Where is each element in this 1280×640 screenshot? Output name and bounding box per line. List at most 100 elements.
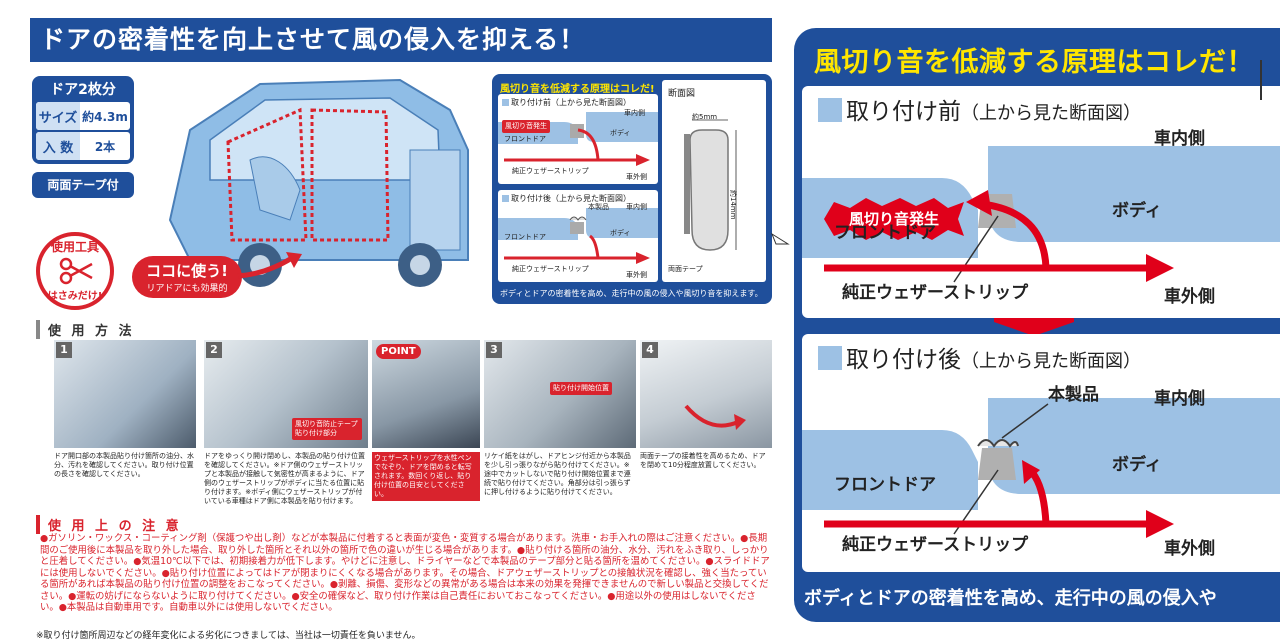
page-title: ドアの密着性を向上させて風の侵入を抑える！ (30, 18, 772, 62)
before-body-label: ボディ (610, 129, 631, 137)
tool-stamp-top: 使用工具 (50, 240, 99, 254)
zoom-before-weatherstrip: 純正ウェザーストリップ (842, 283, 1029, 303)
zoom-title: 風切り音を低減する原理はコレだ！ (814, 47, 1254, 78)
before-front-door-label: フロントドア (504, 135, 546, 143)
step-point-text: ウェザーストリップを水性ペンでなぞり、ドアを閉めると転写されます。数回くり返し、… (372, 452, 480, 501)
use-here-main: ココに使う! (146, 262, 228, 280)
zoom-after-heading-text: 取り付け後 (846, 347, 961, 373)
before-inside-label: 車内側 (624, 109, 645, 117)
zoom-after-front-door: フロントドア (834, 475, 936, 495)
step-3-label: 貼り付け開始位置 (550, 382, 612, 395)
principle-before-heading: 取り付け前（上から見た断面図） (502, 97, 631, 108)
zoom-before-outside: 車外側 (1164, 287, 1215, 307)
after-inside-label: 車内側 (626, 203, 647, 211)
step-point: POINT ウェザーストリップを水性ペンでなぞり、ドアを閉めると転写されます。数… (372, 340, 480, 510)
spec-qty-value: 2本 (94, 139, 116, 154)
point-badge: POINT (376, 344, 421, 359)
after-outside-label: 車外側 (626, 271, 647, 279)
step-2-photo: 2 風切り音防止テープ貼り付け部分 (204, 340, 368, 448)
step-2-label: 風切り音防止テープ貼り付け部分 (292, 418, 362, 440)
after-product-label: 本製品 (588, 203, 609, 211)
spec-size-value: 約4.3m (82, 109, 128, 124)
zoom-after-inside: 車内側 (1154, 389, 1205, 409)
step-4-text: 両面テープの接着性を高めるため、ドアを閉めて10分程度放置してください。 (640, 452, 766, 469)
spec-row-size: サイズ 約4.3m (36, 102, 130, 130)
zoom-after-diagram (802, 398, 1280, 538)
caution-heading: 使 用 上 の 注 意 (36, 515, 182, 534)
car-illustration (168, 78, 469, 287)
principle-before-box: 取り付け前（上から見た断面図） 車内側 風切り音発生 フロントドア ボディ 純正… (498, 94, 658, 184)
steps-section: 1 ドア開口部の本製品貼り付け箇所の油分、水分、汚れを確認してください。取り付け… (40, 340, 772, 510)
edge-divider (1260, 60, 1262, 100)
heading-square-icon (818, 98, 842, 122)
spec-qty-label: 入 数 (36, 132, 80, 160)
cross-section-drawing: 断面図 約5mm 約14mm 両面テープ (662, 80, 766, 282)
zoom-footer: ボディとドアの密着性を高め、走行中の風の侵入や (804, 588, 1217, 609)
before-outside-label: 車外側 (626, 173, 647, 181)
step-3-photo: 3 貼り付け開始位置 (484, 340, 636, 448)
spec-row-qty: 入 数 2本 (36, 132, 130, 160)
step-3-number: 3 (486, 342, 502, 358)
step-1-text: ドア開口部の本製品貼り付け箇所の油分、水分、汚れを確認してください。取り付け位置… (54, 452, 194, 478)
after-weatherstrip-label: 純正ウェザーストリップ (512, 265, 589, 273)
zoom-before-body: ボディ (1112, 201, 1162, 221)
step-4: 4 両面テープの接着性を高めるため、ドアを閉めて10分程度放置してください。 (640, 340, 772, 510)
step-2-number: 2 (206, 342, 222, 358)
step-1-photo: 1 (54, 340, 196, 448)
heading-square-icon (818, 346, 842, 370)
zoom-before-box: 取り付け前（上から見た断面図） 風切り音発生 車内側 フロントドア ボディ 純正… (802, 86, 1280, 318)
how-to-use-heading: 使 用 方 法 (36, 320, 135, 339)
principle-title: 風切り音を低減する原理はコレだ! (500, 84, 655, 95)
step-1: 1 ドア開口部の本製品貼り付け箇所の油分、水分、汚れを確認してください。取り付け… (54, 340, 196, 510)
tape-badge: 両面テープ付 (32, 172, 134, 198)
section-title: 断面図 (668, 89, 696, 99)
zoom-after-heading: 取り付け後（上から見た断面図） (818, 340, 1141, 374)
zoom-after-body: ボディ (1112, 455, 1162, 475)
spec-size-label: サイズ (36, 102, 80, 130)
spec-header: ドア2枚分 (50, 82, 116, 98)
zoom-before-inside: 車内側 (1154, 129, 1205, 149)
use-here-arrow-icon (237, 252, 302, 279)
principle-panel: 風切り音を低減する原理はコレだ! 取り付け前（上から見た断面図） 車内側 風切り… (492, 74, 772, 304)
step-1-number: 1 (56, 342, 72, 358)
zoom-after-heading-sub: （上から見た断面図） (961, 351, 1141, 372)
step-3: 3 貼り付け開始位置 リケイ紙をはがし、ドアヒンジ付近から本製品を少し引っ張りな… (484, 340, 636, 510)
strip-profile-diagram (684, 119, 737, 251)
zoom-before-heading-sub: （上から見た断面図） (961, 103, 1141, 124)
caution-text: ●ガソリン・ワックス・コーティング剤（保護つや出し剤）などが本製品に付着すると表… (40, 533, 770, 613)
product-document: ドアの密着性を向上させて風の侵入を抑える！ ドア2枚分 サイズ 約4.3m 入 … (0, 0, 790, 640)
tape-label: 両面テープ (668, 265, 703, 273)
use-here-sub: リアドアにも効果的 (146, 284, 228, 294)
scissors-icon (59, 257, 93, 285)
principle-after-box: 取り付け後（上から見た断面図） 本製品 車内側 フロントドア ボディ 純正ウェザ… (498, 190, 658, 282)
step-2-text: ドアをゆっくり開け閉めし、本製品の貼り付け位置を確認してください。※ドア側のウェ… (204, 452, 365, 505)
use-here-badge: ココに使う! リアドアにも効果的 (132, 256, 242, 298)
zoom-after-outside: 車外側 (1164, 539, 1215, 559)
after-front-door-label: フロントドア (504, 233, 546, 241)
spec-box: ドア2枚分 サイズ 約4.3m 入 数 2本 (32, 76, 134, 164)
principle-after-heading: 取り付け後（上から見た断面図） (502, 193, 631, 204)
width-dim-label: 約5mm (692, 113, 718, 121)
zoom-before-front-door: フロントドア (834, 223, 936, 243)
zoom-after-box: 取り付け後（上から見た断面図） 本製品 車内側 フロントドア ボディ 純正ウェザ… (802, 334, 1280, 572)
tool-stamp: 使用工具 はさみだけ! (36, 232, 114, 310)
after-body-label: ボディ (610, 229, 631, 237)
height-dim-label: 約14mm (729, 190, 737, 220)
zoom-noise-label: 風切り音発生 (848, 210, 939, 228)
tool-stamp-bottom: はさみだけ! (47, 291, 103, 302)
step-4-arrow-icon (684, 404, 746, 430)
before-weatherstrip-label: 純正ウェザーストリップ (512, 167, 589, 175)
zoom-after-weatherstrip: 純正ウェザーストリップ (842, 535, 1029, 555)
step-point-photo: POINT (372, 340, 480, 448)
zoom-before-heading-text: 取り付け前 (846, 99, 961, 125)
step-2: 2 風切り音防止テープ貼り付け部分 ドアをゆっくり開け閉めし、本製品の貼り付け位… (204, 340, 368, 510)
after-cross-section-diagram (498, 208, 658, 264)
pointer-icon (770, 232, 790, 245)
step-4-photo: 4 (640, 340, 772, 448)
zoom-after-product: 本製品 (1048, 385, 1099, 405)
noise-burst-shape (824, 198, 964, 240)
step-4-number: 4 (642, 342, 658, 358)
before-noise-label: 風切り音発生 (502, 120, 550, 133)
principle-footer: ボディとドアの密着性を高め、走行中の風の侵入や風切り音を抑えます。 (500, 289, 763, 298)
principle-zoom-panel: 風切り音を低減する原理はコレだ！ 取り付け前（上から見た断面図） 風切り音発生 … (794, 28, 1280, 622)
